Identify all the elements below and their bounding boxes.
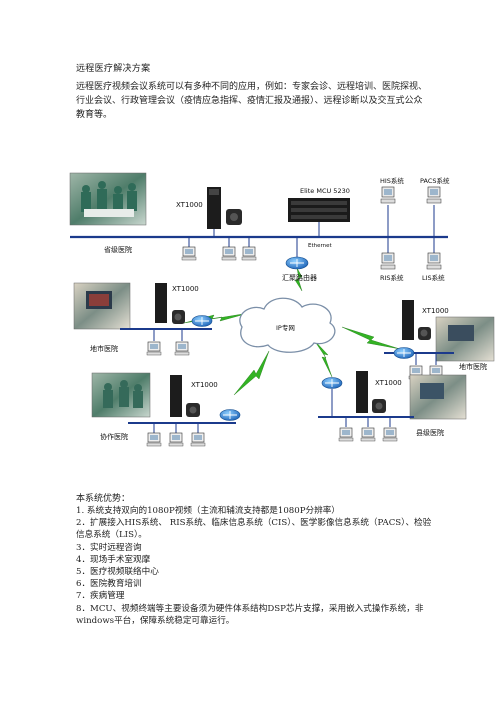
- pc-icon: [174, 341, 190, 356]
- pc-icon: [360, 427, 376, 442]
- pc-icon-pacs: [426, 186, 442, 204]
- provincial-hospital: XT1000 Elite MCU 5230 HIS系统 PACS系统: [69, 172, 450, 282]
- xt-label-bl: XT1000: [191, 381, 218, 389]
- advantage-item: 7．疾病管理: [76, 591, 125, 602]
- link-right: [341, 326, 401, 350]
- pc-icon: [221, 246, 237, 261]
- xt1000-terminal: [402, 300, 414, 340]
- city-hospital-right: XT1000 地市医院: [384, 300, 495, 380]
- pc-icon-his: [380, 186, 396, 204]
- xt-label-right: XT1000: [422, 307, 449, 315]
- pc-icon: [382, 427, 398, 442]
- ethernet-label: Ethernet: [308, 243, 333, 249]
- pacs-label: PACS系统: [420, 176, 450, 185]
- pc-icon: [168, 432, 184, 447]
- pc-icon: [146, 341, 162, 356]
- pc-icon: [241, 246, 257, 261]
- ip-network-cloud: IP专网: [239, 297, 336, 353]
- city-left-label: 地市医院: [90, 344, 118, 353]
- pc-icon: [190, 432, 206, 447]
- advantage-item: 4．现场手术室观摩: [76, 554, 151, 565]
- xt1000-terminal: [356, 371, 368, 413]
- link-br: [313, 339, 333, 378]
- coop-hospital: XT1000 协作医院: [91, 372, 241, 447]
- xt1000-terminal: [170, 375, 182, 417]
- advantage-item: 2．扩展接入HIS系统、 RIS系统、临床信息系统（CIS）、医学影像信息系统（…: [76, 518, 432, 541]
- advantages-heading: 本系统优势：: [76, 494, 131, 504]
- router-label: 汇聚路由器: [282, 273, 317, 282]
- intro-paragraph: 远程医疗视频会议系统可以有多种不同的应用，例如：专家会诊、远程培训、医院探视、行…: [76, 82, 428, 120]
- pc-icon: [146, 432, 162, 447]
- advantage-item: 1. 系统支持双向的1080P视频（主流和辅流支持都是1080P分辨率）: [76, 506, 340, 516]
- xt1000-terminal: [207, 187, 221, 229]
- his-label: HIS系统: [380, 176, 404, 185]
- city-hospital-left: XT1000 地市医院: [73, 282, 213, 356]
- pc-icon-lis: [426, 252, 442, 270]
- link-bl: [233, 350, 270, 396]
- pc-icon-ris: [380, 252, 396, 270]
- advantage-item: 8．MCU、视频终端等主要设备须为硬件体系结构DSP芯片支撑，采用嵌入式操作系统…: [76, 603, 424, 626]
- advantage-item: 5．医疗视频联络中心: [76, 567, 159, 578]
- xt-label-left: XT1000: [172, 285, 199, 293]
- ip-network-label: IP专网: [276, 323, 295, 332]
- pc-icon: [338, 427, 354, 442]
- lis-label: LIS系统: [422, 273, 445, 282]
- advantages-list: 1. 系统支持双向的1080P视频（主流和辅流支持都是1080P分辨率） 2．扩…: [76, 505, 432, 627]
- advantage-item: 6．医院教育培训: [76, 579, 142, 590]
- provincial-label: 省级医院: [104, 245, 132, 254]
- city-right-label: 地市医院: [459, 362, 487, 371]
- link-main: [294, 267, 303, 292]
- advantage-item: 3．实时远程咨询: [76, 542, 142, 553]
- pc-icon: [181, 246, 197, 261]
- mcu-label: Elite MCU 5230: [300, 187, 350, 195]
- xt1000-terminal: [155, 283, 167, 323]
- page-title: 远程医疗解决方案: [76, 64, 151, 74]
- xt-label-br: XT1000: [375, 379, 402, 387]
- ris-label: RIS系统: [380, 273, 404, 282]
- county-label: 县级医院: [416, 428, 444, 437]
- network-diagram: XT1000 Elite MCU 5230 HIS系统 PACS系统: [69, 172, 495, 447]
- county-hospital: XT1000 县级医院: [318, 371, 467, 442]
- coop-label: 协作医院: [100, 432, 128, 441]
- xt-label-top: XT1000: [176, 201, 203, 209]
